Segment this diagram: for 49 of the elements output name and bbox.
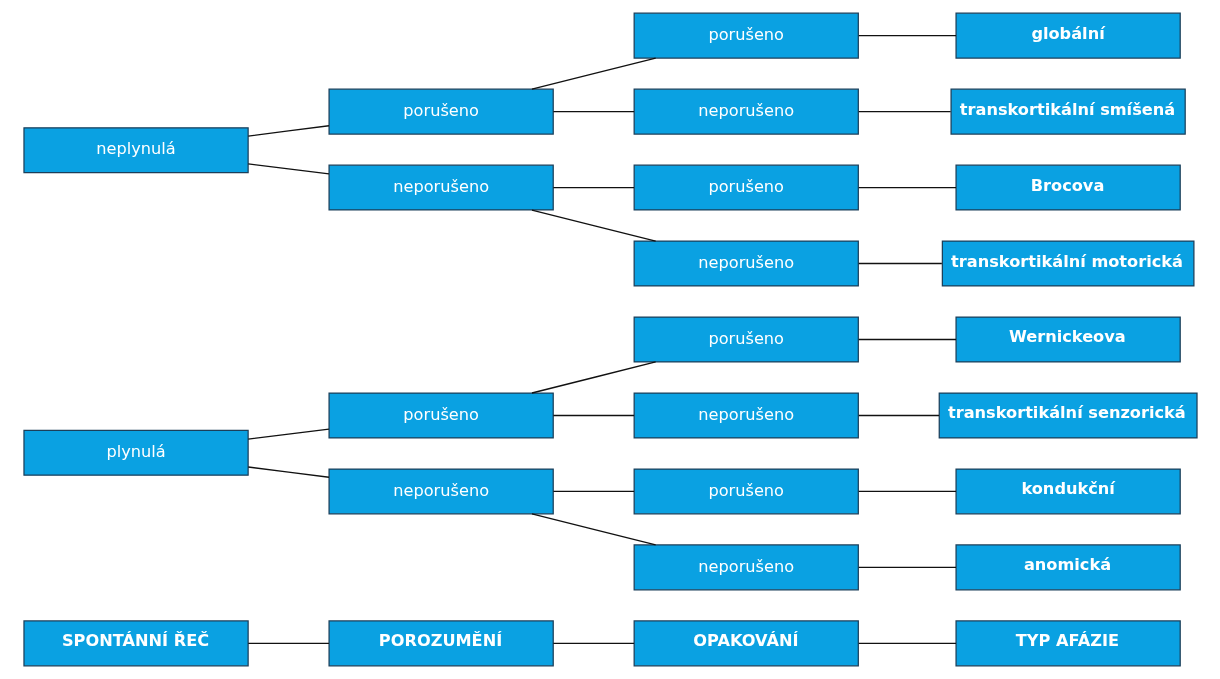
connector — [530, 209, 656, 242]
connector — [857, 338, 957, 341]
connector — [247, 466, 330, 478]
node-box: porušeno — [633, 316, 859, 363]
node-box: anomická — [954, 544, 1181, 591]
connector — [530, 513, 656, 546]
node-box: porušeno — [633, 164, 859, 211]
connector — [857, 414, 940, 417]
node-box: SPONTÁNNÍ ŘEČ — [22, 620, 249, 667]
node-box: transkortikální motorická — [941, 240, 1195, 287]
node-box: neporušeno — [633, 544, 859, 591]
connector — [247, 642, 330, 645]
connector — [530, 57, 656, 90]
connector — [857, 186, 957, 189]
connector — [552, 414, 635, 417]
connector — [857, 262, 942, 265]
connector — [857, 34, 957, 37]
node-box: globální — [954, 12, 1181, 59]
node-box: transkortikální senzorická — [938, 392, 1198, 439]
node-box: neplynulá — [22, 127, 249, 174]
node-box: porušeno — [327, 392, 554, 439]
node-box: neporušeno — [633, 240, 859, 287]
node-box: Brocova — [954, 164, 1181, 211]
node-box: neporušeno — [327, 164, 554, 211]
node-box: OPAKOVÁNÍ — [633, 620, 859, 667]
connector — [857, 110, 951, 113]
node-box: porušeno — [633, 12, 859, 59]
connector — [247, 428, 330, 440]
connector — [552, 186, 635, 189]
node-box: neporušeno — [327, 468, 554, 515]
connector — [857, 642, 957, 645]
node-box: neporušeno — [633, 392, 859, 439]
connector — [552, 642, 635, 645]
node-box: porušeno — [327, 88, 554, 135]
node-box: POROZUMĚNÍ — [327, 620, 554, 667]
node-box: kondukční — [954, 468, 1181, 515]
connector — [552, 490, 635, 493]
connector — [530, 361, 656, 394]
connector — [857, 566, 957, 569]
node-box: transkortikální smíšená — [949, 88, 1186, 135]
node-box: TYP AFÁZIE — [954, 620, 1181, 667]
connector — [857, 490, 957, 493]
node-box: Wernickeova — [954, 316, 1181, 363]
node-box: porušeno — [633, 468, 859, 515]
node-box: neporušeno — [633, 88, 859, 135]
connector — [552, 110, 635, 113]
node-box: plynulá — [22, 429, 249, 476]
connector — [247, 125, 330, 137]
connector — [247, 163, 330, 175]
